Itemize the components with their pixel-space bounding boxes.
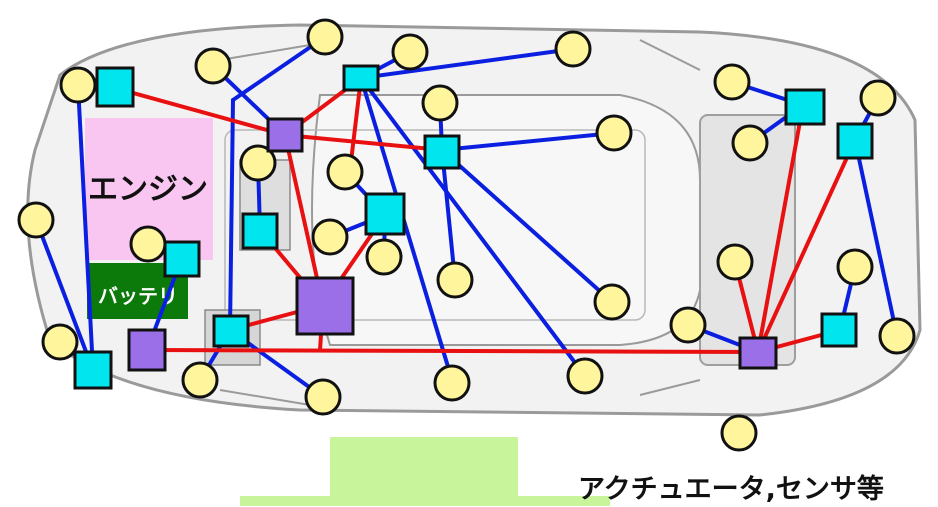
ecu-node — [73, 350, 113, 390]
ecu-node — [212, 314, 250, 348]
sensor-node — [17, 201, 55, 239]
ecu-node — [820, 312, 858, 348]
sensor-node — [593, 283, 631, 321]
ecu-node — [163, 240, 201, 278]
sensor-node — [878, 317, 916, 355]
ecu-node — [364, 192, 406, 236]
sensor-node — [304, 378, 342, 416]
link — [359, 76, 454, 382]
gateway-node — [295, 276, 355, 336]
gateway-nodes — [127, 117, 778, 372]
legend-label: アクチュエータ,センサ等 — [578, 473, 884, 505]
sensor-node — [365, 238, 403, 276]
ecu-node — [836, 122, 874, 160]
link — [34, 218, 95, 372]
gateway-node — [738, 336, 778, 370]
gateway-node — [127, 328, 167, 372]
sensor-node — [194, 47, 232, 85]
backbone — [756, 138, 857, 354]
sensor-node — [433, 364, 471, 402]
engine-label: エンジン — [88, 172, 208, 207]
link — [853, 138, 899, 338]
sensor-node — [436, 261, 474, 299]
gateway-node — [266, 117, 304, 153]
accent-bar — [240, 496, 610, 506]
link — [76, 83, 95, 372]
sensor-node — [554, 30, 592, 68]
backbone — [756, 103, 805, 354]
link — [228, 98, 235, 332]
link — [440, 148, 457, 282]
ecu-node — [95, 66, 135, 108]
link — [440, 131, 616, 152]
sensor-node — [859, 79, 897, 117]
backbone — [113, 86, 287, 137]
backbone — [145, 348, 760, 354]
sensor-node — [41, 323, 79, 361]
sensor-node — [391, 33, 429, 71]
legend-sensor-node — [720, 414, 758, 452]
link — [359, 47, 575, 80]
backbone — [283, 133, 444, 152]
link — [359, 76, 587, 378]
sensor-node — [836, 248, 874, 286]
sensor-node — [566, 357, 604, 395]
sensor-nodes — [17, 18, 916, 452]
sensor-node — [181, 361, 219, 399]
ecu-node — [784, 88, 826, 126]
sensor-node — [59, 66, 97, 104]
link — [440, 148, 614, 304]
link — [231, 35, 327, 102]
sensor-node — [713, 63, 751, 101]
sensor-node — [306, 18, 344, 56]
ecu-nodes — [73, 64, 874, 390]
ecu-node — [423, 134, 461, 170]
sensor-node — [669, 306, 707, 344]
backbone — [348, 76, 363, 172]
sensor-node — [129, 225, 167, 263]
sensor-node — [421, 84, 459, 122]
ecu-node — [342, 64, 380, 92]
sensor-node — [326, 153, 364, 191]
ecu-node — [241, 212, 279, 250]
sensor-node — [595, 114, 633, 152]
sensor-node — [239, 144, 277, 182]
accent-block — [330, 437, 518, 497]
sensor-node — [731, 124, 769, 162]
sensor-node — [311, 218, 349, 256]
sensor-node — [716, 243, 754, 281]
